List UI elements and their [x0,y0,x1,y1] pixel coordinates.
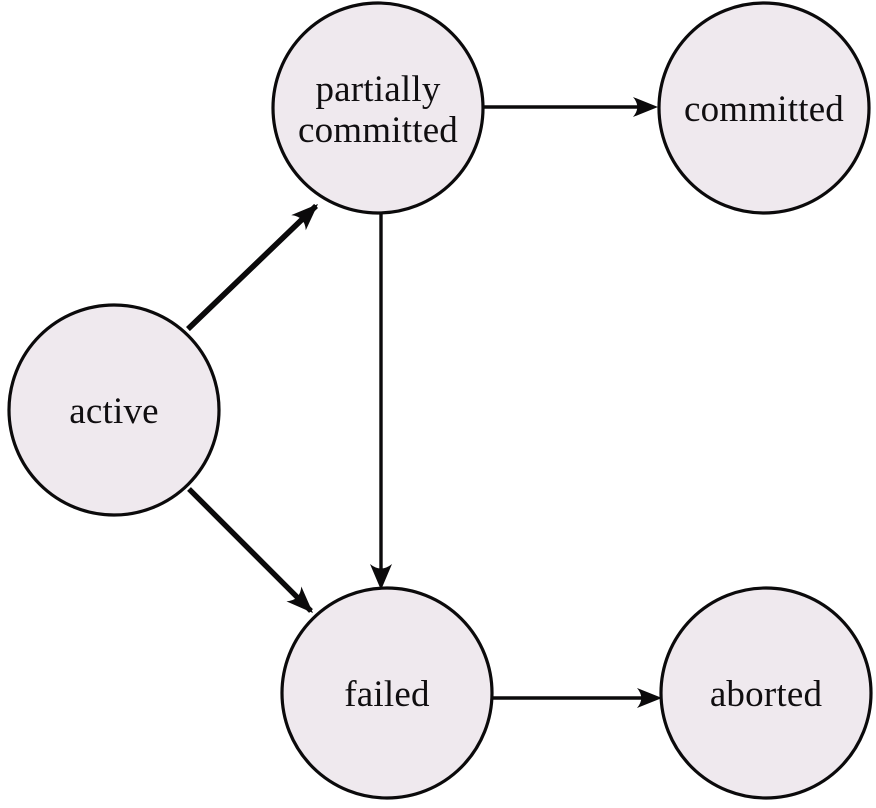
node-failed[interactable]: failed [280,586,494,800]
node-aborted-circle [659,586,873,800]
arrowhead-active-to-failed [286,586,313,613]
node-partially-committed-label-line-2: committed [298,110,458,151]
node-failed-circle [280,586,494,800]
node-aborted[interactable]: aborted [659,586,873,800]
node-active-label: active [69,391,159,432]
node-partially-committed-label-line-1: partially [315,69,440,110]
node-failed-label: failed [344,674,430,715]
node-active-circle [7,303,221,517]
node-aborted-label: aborted [710,674,823,715]
arrowhead-active-to-partially-committed [291,204,318,231]
edge-line-seg [186,204,318,331]
edge-line-active-to-failed [187,487,313,613]
node-partially-committed-circle [271,1,485,215]
node-layer: active partially committed committed fai… [7,1,873,800]
node-committed-circle [657,1,871,215]
edge-failed-to-aborted[interactable] [493,688,662,708]
node-active[interactable]: active [7,303,221,517]
node-partially-committed[interactable]: partially committed [271,1,485,215]
edge-active-to-failed[interactable] [187,487,320,620]
edge-active-to-partially-committed[interactable] [186,196,325,331]
arrowhead-partially-committed-to-committed [633,97,658,117]
arrowhead-failed-to-aborted [637,688,662,708]
node-committed[interactable]: committed [657,1,871,215]
edge-partially-committed-to-committed[interactable] [484,97,658,117]
edge-partially-committed-to-failed[interactable] [370,213,392,590]
edge-layer [186,97,662,708]
node-committed-label: committed [684,89,844,130]
arrowhead-partially-committed-to-failed [370,564,392,590]
